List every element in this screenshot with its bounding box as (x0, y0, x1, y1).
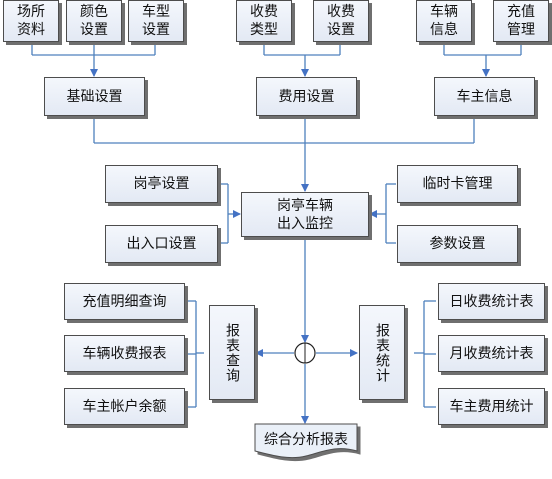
monitor-node: 岗亭车辆 出入监控 (241, 192, 369, 237)
charge-type-node: 收费 类型 (236, 0, 292, 42)
booth-setting-label: 岗亭设置 (133, 176, 190, 192)
param-setting-label: 参数设置 (429, 236, 486, 252)
recharge-mgmt-label: 充值 管理 (507, 4, 535, 38)
owner-info-node: 车主信息 (434, 77, 535, 116)
fee-setting-label: 费用设置 (278, 88, 335, 105)
charge-setting-node: 收费 设置 (313, 0, 369, 42)
analysis-report-label: 综合分析报表 (264, 432, 348, 448)
car-type-setting-label: 车型 设置 (142, 4, 170, 38)
analysis-report-doc (254, 423, 358, 459)
basic-setting-node: 基础设置 (44, 77, 145, 116)
report-query-label: 报表查询 (224, 322, 240, 383)
recharge-detail-query-node: 充值明细查询 (64, 283, 185, 320)
charge-setting-label: 收费 设置 (327, 4, 355, 38)
vehicle-info-node: 车辆 信息 (416, 0, 472, 42)
owner-balance-label: 车主帐户余额 (82, 398, 167, 415)
report-stats-node: 报表统计 (359, 305, 405, 400)
owner-info-label: 车主信息 (456, 88, 513, 105)
owner-balance-node: 车主帐户余额 (64, 388, 185, 425)
daily-stats-label: 日收费统计表 (449, 293, 534, 310)
color-setting-label: 颜色 设置 (80, 4, 108, 38)
basic-setting-label: 基础设置 (66, 88, 123, 105)
daily-stats-node: 日收费统计表 (438, 283, 545, 320)
car-type-setting-node: 车型 设置 (128, 0, 184, 42)
monthly-stats-node: 月收费统计表 (438, 335, 545, 372)
vehicle-info-label: 车辆 信息 (430, 4, 458, 38)
vehicle-charge-report-label: 车辆收费报表 (82, 345, 167, 362)
entrance-setting-label: 出入口设置 (126, 236, 197, 252)
monthly-stats-label: 月收费统计表 (449, 345, 534, 362)
owner-fee-stats-node: 车主费用统计 (438, 388, 545, 425)
booth-setting-node: 岗亭设置 (105, 165, 218, 203)
entrance-setting-node: 出入口设置 (105, 225, 218, 263)
venue-data-node: 场所 资料 (3, 0, 59, 42)
vehicle-charge-report-node: 车辆收费报表 (64, 335, 185, 372)
report-query-node: 报表查询 (209, 305, 255, 400)
owner-fee-stats-label: 车主费用统计 (449, 398, 534, 415)
param-setting-node: 参数设置 (397, 225, 518, 263)
temp-card-mgmt-node: 临时卡管理 (397, 165, 518, 203)
temp-card-mgmt-label: 临时卡管理 (422, 176, 493, 192)
color-setting-node: 颜色 设置 (66, 0, 122, 42)
recharge-detail-query-label: 充值明细查询 (82, 293, 167, 310)
recharge-mgmt-node: 充值 管理 (493, 0, 549, 42)
fee-setting-node: 费用设置 (256, 77, 357, 116)
report-stats-label: 报表统计 (374, 322, 390, 383)
charge-type-label: 收费 类型 (250, 4, 278, 38)
analysis-report-node: 综合分析报表 (255, 426, 357, 452)
venue-data-label: 场所 资料 (17, 4, 45, 38)
monitor-label: 岗亭车辆 出入监控 (277, 197, 333, 232)
